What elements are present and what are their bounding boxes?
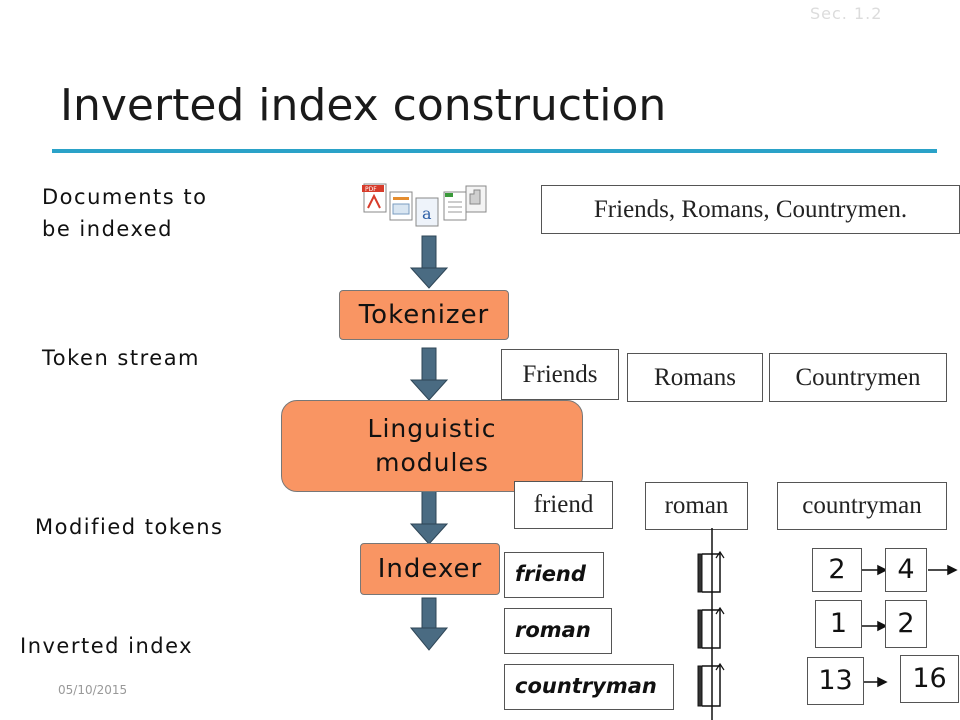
tokenizer-box: Tokenizer [339,290,509,340]
label-inverted-index: Inverted index [20,634,194,658]
section-reference: Sec. 1.2 [810,4,883,23]
posting-countryman-2: 16 [900,655,959,703]
indexer-box: Indexer [360,543,500,595]
pointer-countryman [697,662,725,707]
posting-roman-1: 1 [815,600,862,648]
label-modified-tokens: Modified tokens [35,515,224,539]
document-text-box: Friends, Romans, Countrymen. [541,185,960,234]
word-file-icon: a [415,197,439,227]
label-documents-line-1: Documents to [42,185,208,209]
posting-friend-2: 4 [885,548,927,592]
index-term-friend: friend [504,552,604,598]
label-documents-line-2: be indexed [42,217,173,241]
arrow-tokenizer-to-linguistic [409,347,449,401]
arrow-linguistic-to-indexer [409,489,449,545]
posting-roman-2: 2 [885,600,927,648]
token-box-friends: Friends [501,349,619,400]
linguistic-modules-box: Linguistic modules [281,400,583,492]
posting-friend-1: 2 [812,548,862,592]
spreadsheet-file-icon [443,191,467,221]
index-term-countryman: countryman [504,664,674,710]
arrow-docs-to-tokenizer [409,235,449,289]
label-token-stream: Token stream [42,346,201,370]
posting-countryman-1: 13 [807,657,864,705]
label-documents-to-be-indexed: Documents to be indexed [42,181,208,245]
modified-token-countryman: countryman [777,482,947,530]
modified-token-roman: roman [645,482,748,530]
text-file-icon [465,185,487,213]
linguistic-line-2: modules [375,448,489,477]
pdf-file-icon: PDF [362,183,387,213]
token-box-countrymen: Countrymen [769,353,947,402]
document-icons-group: PDF a [362,183,487,227]
index-term-roman: roman [504,608,612,654]
pointer-friend [697,550,725,593]
title-divider [52,149,937,153]
slide-date: 05/10/2015 [58,683,128,697]
pointer-roman [697,606,725,649]
arrow-indexer-to-index [409,597,449,651]
modified-token-friend: friend [514,481,613,529]
svg-text:PDF: PDF [365,186,377,193]
document-file-icon [389,191,413,221]
flow-arrows [409,235,449,651]
svg-text:a: a [422,204,432,223]
linguistic-line-1: Linguistic [367,414,497,443]
slide-title: Inverted index construction [60,80,667,131]
token-box-romans: Romans [627,353,763,402]
